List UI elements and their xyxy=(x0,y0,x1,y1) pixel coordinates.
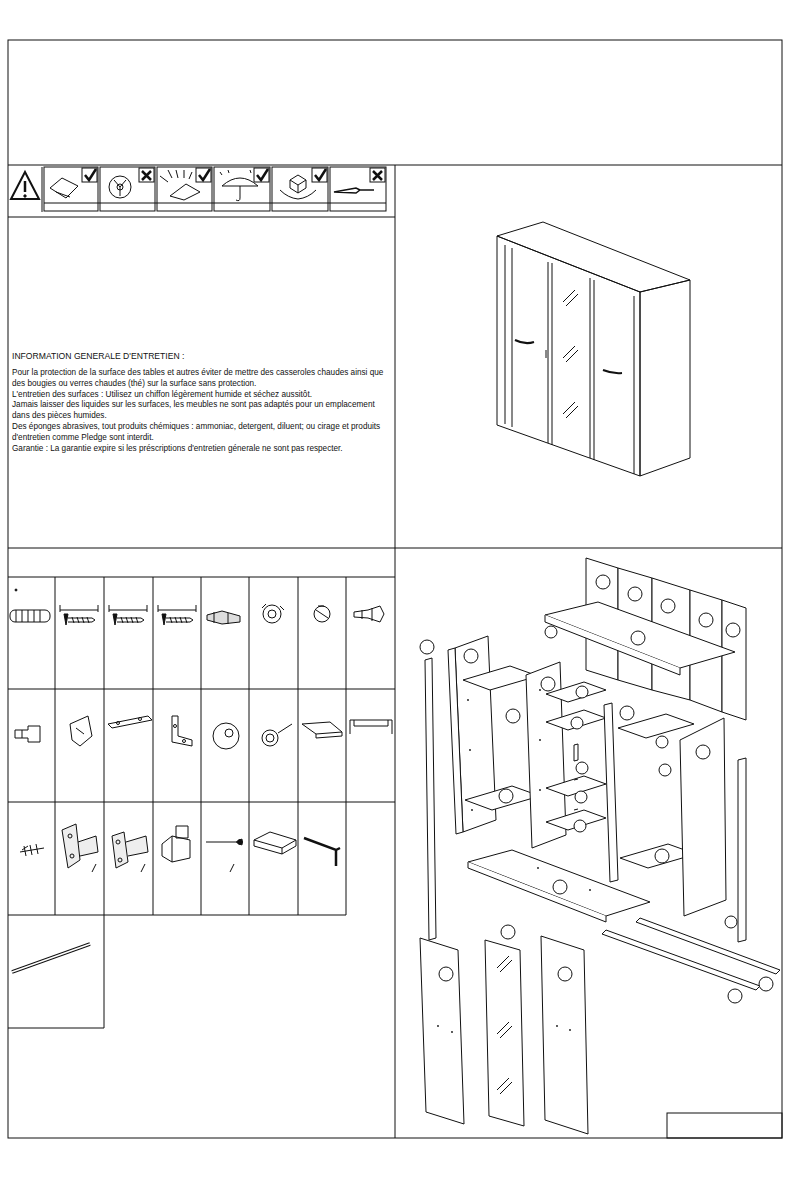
care-note: L'entretien des surfaces : Utilisez un c… xyxy=(12,390,388,401)
care-heading: INFORMATION GENERALE D'ENTRETIEN : xyxy=(12,351,388,362)
care-info-block: INFORMATION GENERALE D'ENTRETIEN : Pour l… xyxy=(12,351,388,454)
care-note: Garantie : La garantie expire si les pré… xyxy=(12,444,388,455)
care-note: Jamais laisser des liquides sur les surf… xyxy=(12,400,388,422)
care-note: Des éponges abrasives, tout produits ché… xyxy=(12,422,388,444)
care-note: Pour la protection de la surface des tab… xyxy=(12,368,388,390)
